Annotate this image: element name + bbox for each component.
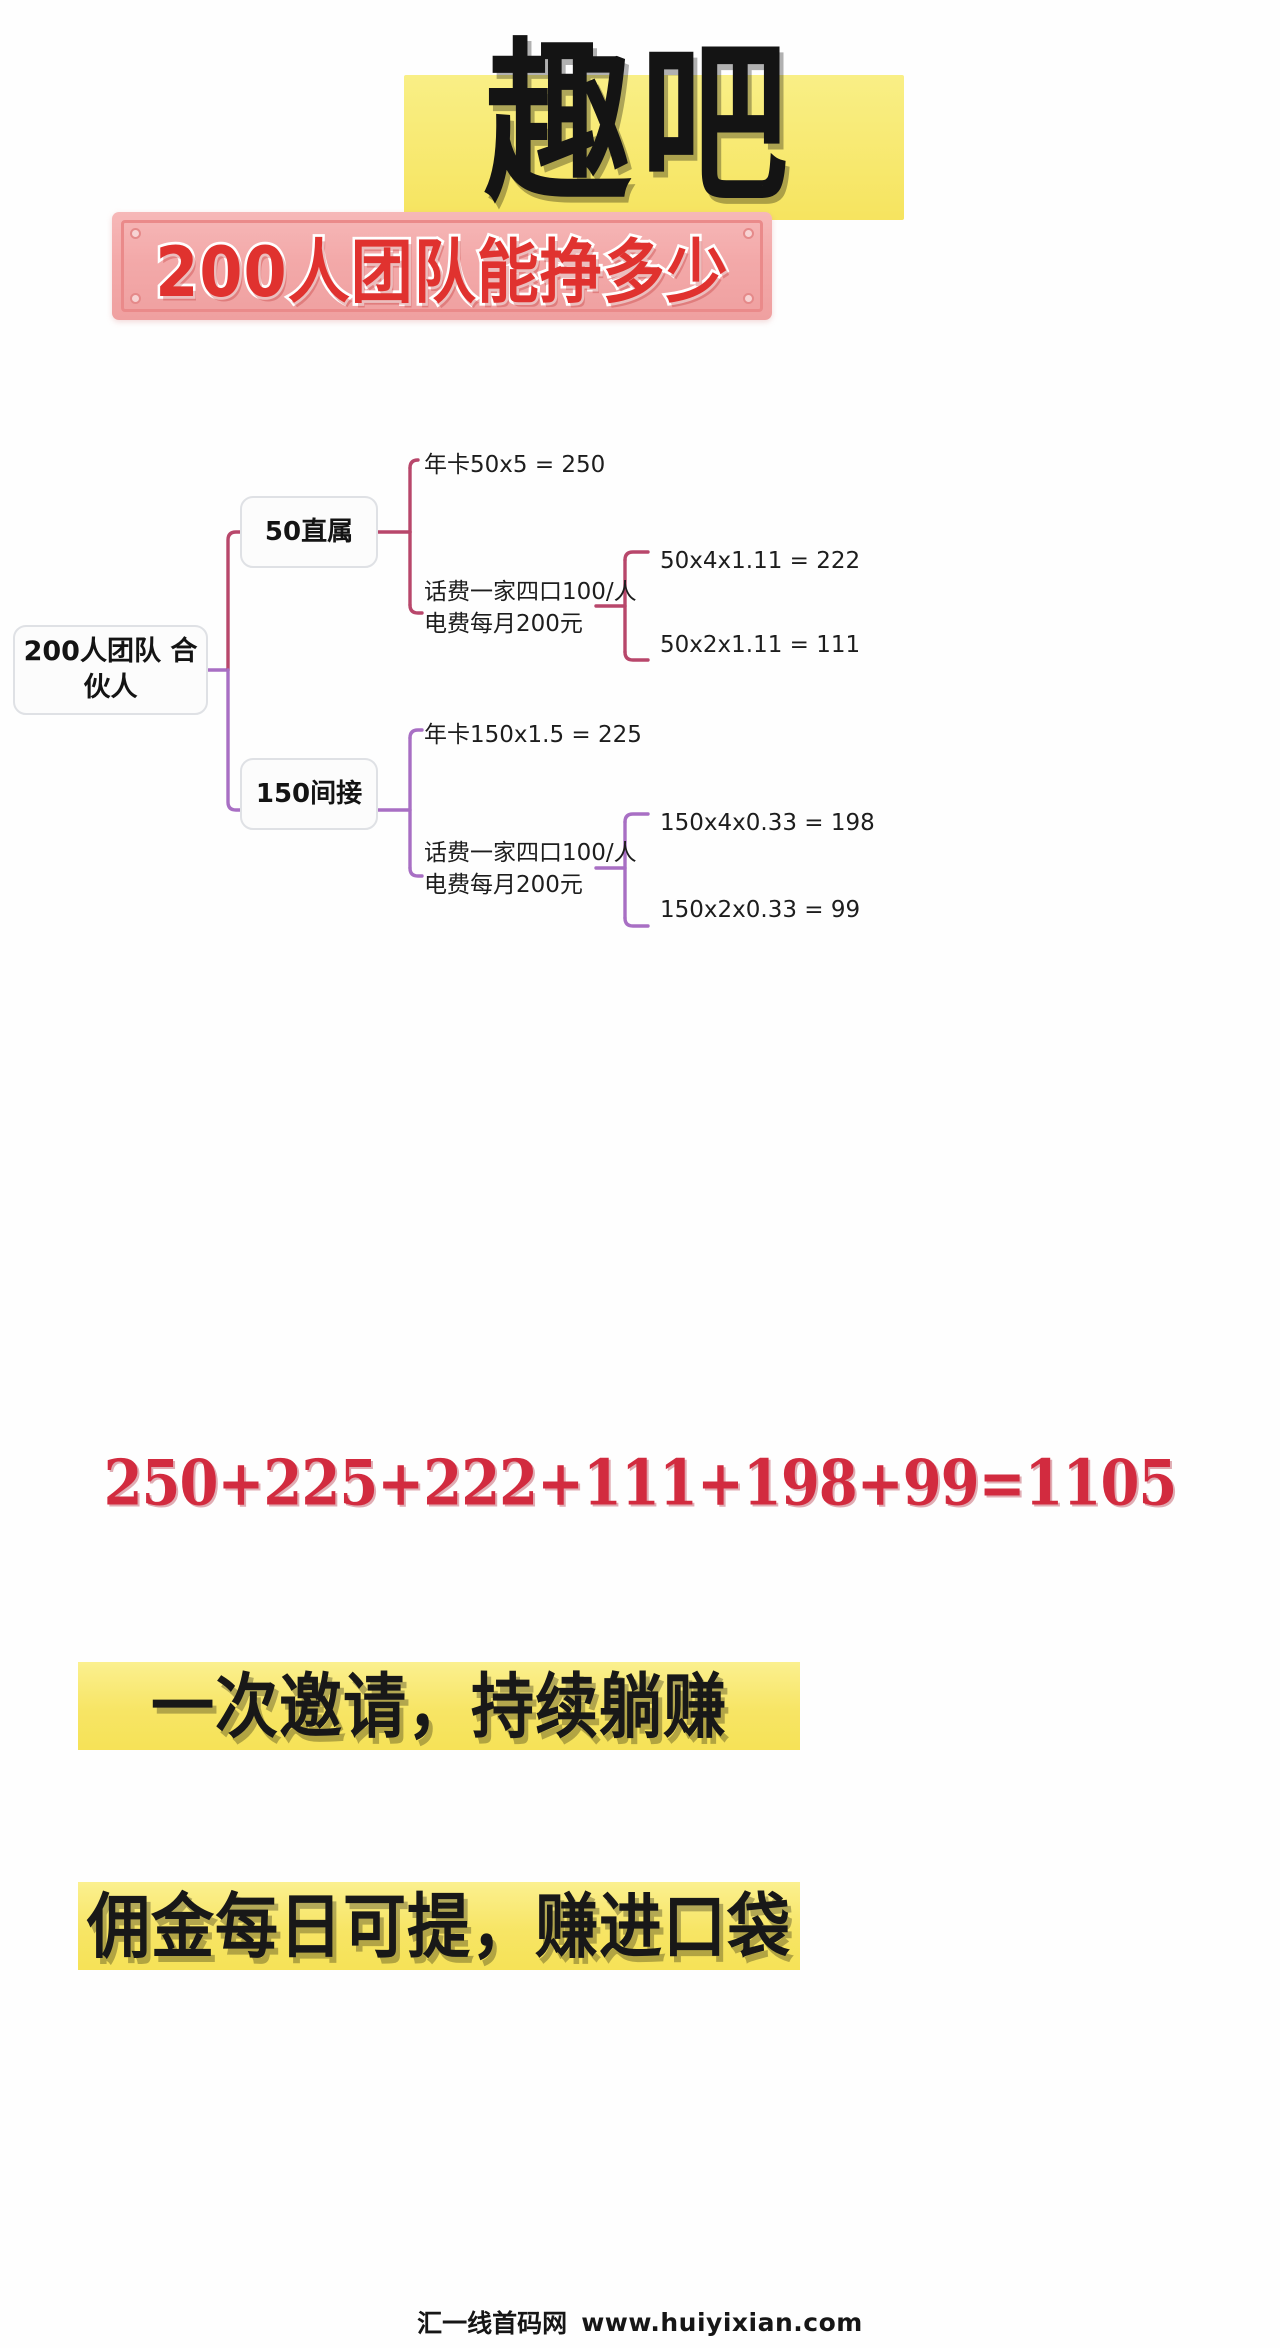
title-highlight-box (404, 75, 904, 220)
mindmap-node-direct[interactable]: 50直属 (240, 496, 378, 568)
brand-title: 趣吧 (484, 22, 796, 226)
mindmap-leaf-direct-phone-calc: 50x4x1.11 = 222 (660, 548, 861, 574)
slogan-text-2: 佣金每日可提，赚进口袋 (87, 1885, 791, 1968)
mindmap-diagram: 200人团队 合伙人 50直属 150间接 年卡50x5 = 250 话费一家四… (0, 430, 1280, 1440)
mindmap-node-root[interactable]: 200人团队 合伙人 (13, 625, 208, 715)
total-sum-formula: 250+225+222+111+198+99=1105 (103, 1446, 1178, 1520)
mindmap-node-indirect[interactable]: 150间接 (240, 758, 378, 830)
banner-inner-frame (121, 220, 763, 312)
brand-title-block: 趣吧 (0, 30, 1280, 220)
mindmap-leaf-direct-power-calc: 50x2x1.11 = 111 (660, 632, 861, 658)
slogan-text-1: 一次邀请，持续躺赚 (151, 1665, 727, 1748)
footer-site-url: www.huiyixian.com (581, 2307, 863, 2337)
footer-watermark: 汇一线首码网 www.huiyixian.com (0, 2304, 1280, 2340)
mindmap-leaf-indirect-annual: 年卡150x1.5 = 225 (424, 722, 642, 748)
mindmap-leaf-indirect-bills: 话费一家四口100/人 电费每月200元 (424, 840, 637, 898)
mindmap-leaf-indirect-power-calc: 150x2x0.33 = 99 (660, 897, 861, 923)
mindmap-leaf-direct-bills: 话费一家四口100/人 电费每月200元 (424, 579, 637, 637)
headline-banner: 200人团队能挣多少 (112, 212, 772, 320)
banner-stud-top-left (130, 228, 141, 239)
banner-stud-top-right (743, 228, 754, 239)
mindmap-connectors (206, 458, 650, 928)
slogan-banner-1: 一次邀请，持续躺赚 (78, 1662, 800, 1750)
banner-headline: 200人团队能挣多少 (153, 228, 730, 315)
slogan-banner-2: 佣金每日可提，赚进口袋 (78, 1882, 800, 1970)
mindmap-leaf-direct-annual: 年卡50x5 = 250 (424, 452, 606, 478)
footer-site-name: 汇一线首码网 (417, 2309, 568, 2338)
banner-stud-bottom-right (743, 293, 754, 304)
banner-stud-bottom-left (130, 293, 141, 304)
mindmap-leaf-indirect-phone-calc: 150x4x0.33 = 198 (660, 810, 875, 836)
